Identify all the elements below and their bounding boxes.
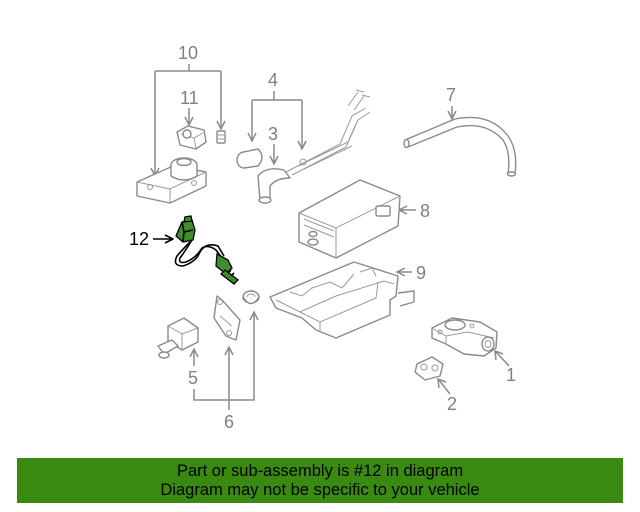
part-3-hose-elbow [257,168,291,204]
part-10-valve-screw [216,130,226,144]
callout-5: 5 [188,368,198,388]
part-12-oxygen-sensor [174,215,239,285]
part-5-solenoid [157,317,199,359]
part-8-charcoal-canister [298,179,401,259]
part-9-canister-bracket [269,261,415,339]
banner-line-2: Diagram may not be specific to your vehi… [160,481,480,499]
parts-diagram: 10 11 4 3 7 [129,43,517,432]
part-4-vapor-lines [285,89,371,176]
callout-7: 7 [446,85,456,105]
callout-11: 11 [180,88,199,108]
part-6-gasket-plate [213,295,241,341]
callout-8: 8 [420,201,430,221]
callout-6: 6 [224,412,234,432]
leader-4 [251,91,303,148]
leader-9 [395,267,412,277]
callout-4: 4 [268,70,278,90]
callout-1: 1 [506,365,516,385]
part-2-gasket [414,356,444,381]
part-4-clamp [236,148,263,169]
info-banner: Part or sub-assembly is #12 in diagram D… [17,458,623,503]
arrow-4-right [297,140,307,151]
part-10-valve-assembly [136,157,207,204]
arrow-4-left [247,132,257,143]
callout-12: 12 [129,229,149,249]
leader-3 [269,144,279,166]
part-11-sensor [176,125,207,150]
part-7-hose [403,116,517,177]
leader-7 [447,106,457,121]
callout-9: 9 [416,263,426,283]
leader-8 [397,205,416,215]
leader-6 [193,310,259,410]
callout-2: 2 [447,394,457,414]
banner-line-1: Part or sub-assembly is #12 in diagram [176,462,464,480]
callout-3: 3 [268,124,278,144]
part-6-bolt [242,290,260,305]
arrow-10-right [216,120,226,131]
leader-2 [437,377,451,395]
leader-1 [494,349,510,367]
leader-5 [189,347,199,366]
leader-10 [154,64,222,175]
leader-12 [153,234,174,244]
leader-11 [184,108,194,127]
part-1-egr-valve [431,317,498,357]
callout-10: 10 [178,43,198,63]
